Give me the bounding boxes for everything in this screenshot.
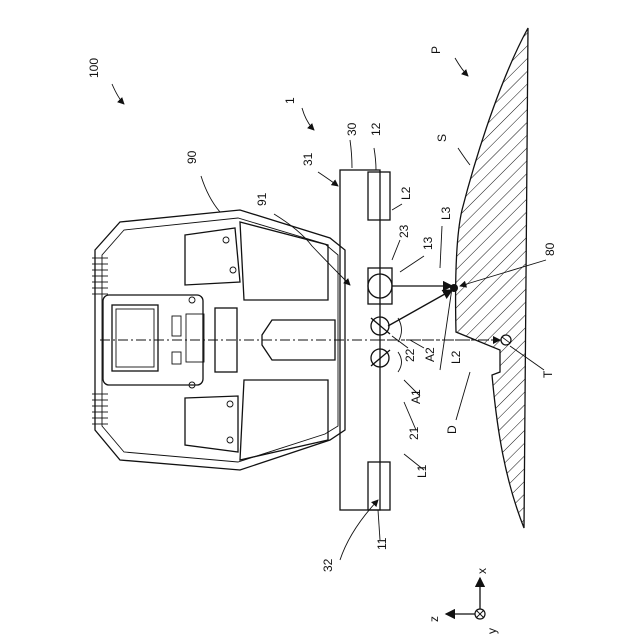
bracket-bottom (368, 462, 390, 510)
bracket-top (368, 172, 390, 220)
label-11: 11 (375, 537, 389, 550)
bolt (223, 237, 229, 243)
label-30: 30 (345, 122, 359, 136)
label-l2-upper: L2 (399, 186, 413, 200)
angle-a1-arc (398, 352, 402, 372)
bolt (230, 267, 236, 273)
label-axis-z: z (427, 616, 441, 622)
label-t: T (541, 370, 555, 378)
label-s: S (435, 134, 449, 142)
panel-upper-left (185, 228, 240, 285)
panel-lower-right (240, 380, 328, 460)
label-l3: L3 (439, 206, 453, 220)
line-l2 (388, 290, 452, 326)
label-12: 12 (369, 122, 383, 136)
control-panel (186, 314, 204, 362)
label-axis-x: x (475, 568, 489, 574)
label-axis-y: y (485, 628, 499, 634)
label-l1: L1 (415, 464, 429, 478)
label-a1: A1 (409, 389, 423, 404)
label-100: 100 (87, 58, 101, 78)
angle-a2-arc (398, 318, 402, 342)
bolt (227, 401, 233, 407)
label-p: P (429, 46, 443, 54)
label-d: D (445, 425, 459, 434)
bolt (227, 437, 233, 443)
label-l2-lower: L2 (449, 350, 463, 364)
display-screen-inner (116, 309, 154, 367)
label-13: 13 (421, 236, 435, 250)
target-point-80 (450, 284, 458, 292)
label-90: 90 (185, 150, 199, 164)
control-knob (172, 316, 181, 336)
label-1: 1 (283, 97, 297, 104)
label-23: 23 (397, 224, 411, 238)
bolt (189, 297, 195, 303)
label-91: 91 (255, 192, 269, 206)
label-22: 22 (403, 348, 417, 362)
axis-triad (446, 578, 485, 619)
label-a2: A2 (423, 347, 437, 362)
label-31: 31 (301, 152, 315, 166)
label-80: 80 (543, 242, 557, 256)
switch (172, 352, 181, 364)
panel-lower-left (185, 396, 238, 452)
label-21: 21 (407, 426, 421, 440)
terrain-slope (456, 28, 528, 528)
display-screen (112, 305, 158, 371)
label-32: 32 (321, 558, 335, 572)
